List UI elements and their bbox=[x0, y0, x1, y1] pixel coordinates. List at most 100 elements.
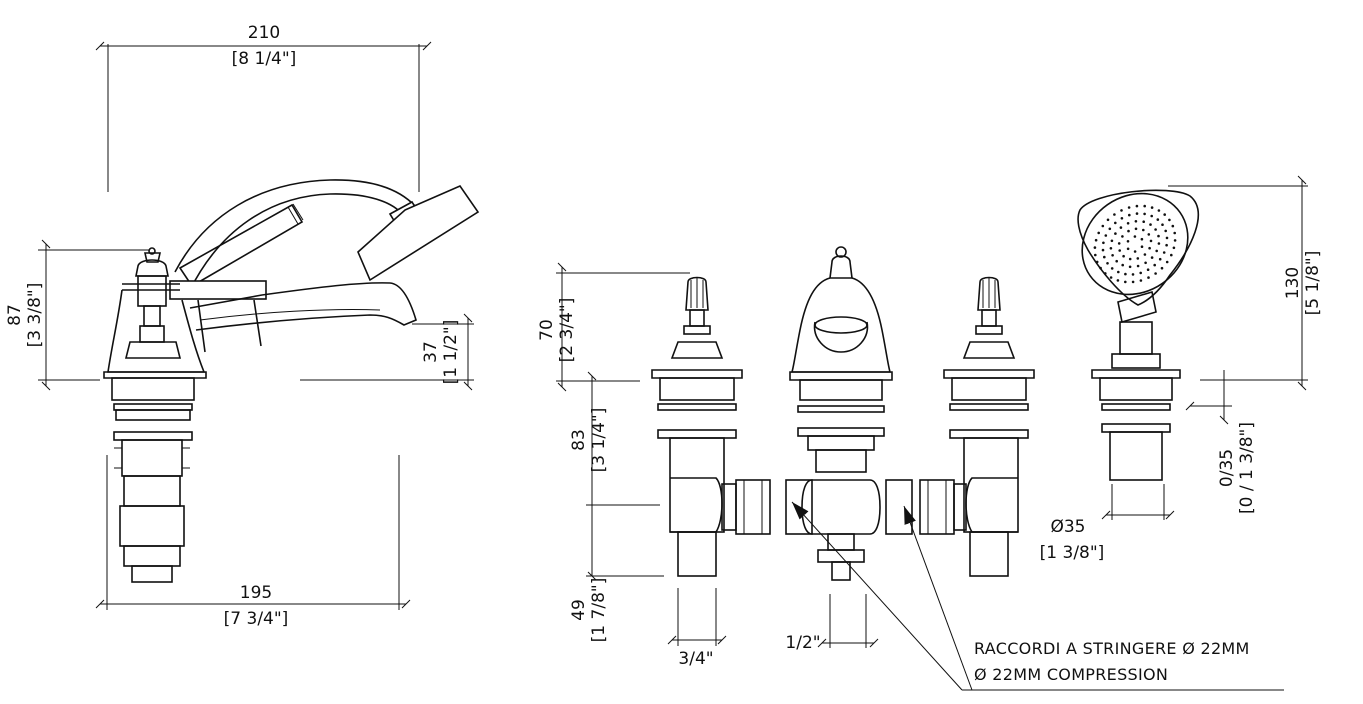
shower-hole bbox=[1126, 247, 1130, 251]
shower-hole bbox=[1116, 279, 1120, 282]
side-view: 210 [8 1/4"] 195 [7 3/4"] 87 [3 3/8"] 37… bbox=[5, 23, 480, 629]
shower-hole bbox=[1126, 222, 1130, 225]
hand-shower-front bbox=[1077, 189, 1200, 481]
shower-hole bbox=[1131, 280, 1135, 284]
shower-hole bbox=[1120, 209, 1123, 212]
shower-hole bbox=[1154, 228, 1157, 231]
shower-hole bbox=[1147, 276, 1150, 279]
shower-hole bbox=[1128, 257, 1132, 261]
shower-hole bbox=[1165, 243, 1168, 247]
shower-hole bbox=[1133, 235, 1137, 238]
shower-hole bbox=[1109, 247, 1113, 250]
shower-hole bbox=[1173, 239, 1177, 242]
shower-hole bbox=[1150, 214, 1153, 218]
dim-shower-in: [5 1/8"] bbox=[1303, 251, 1323, 316]
dim-deck-mm: 0/35 bbox=[1217, 449, 1237, 487]
shower-hole bbox=[1153, 263, 1156, 267]
dim-lower-mm: 49 bbox=[569, 599, 589, 621]
shower-hole bbox=[1117, 270, 1120, 274]
dim-height-mm: 87 bbox=[5, 304, 25, 326]
shower-hole bbox=[1157, 209, 1161, 212]
dim-dia-mm: Ø35 bbox=[1050, 517, 1085, 537]
shower-hole bbox=[1154, 272, 1157, 275]
shower-hole bbox=[1149, 223, 1152, 226]
shower-hole bbox=[1124, 280, 1127, 284]
shower-hole bbox=[1128, 265, 1132, 269]
dim-height-in: [3 3/8"] bbox=[25, 283, 45, 348]
shower-hole bbox=[1101, 248, 1105, 252]
shower-hole bbox=[1165, 260, 1169, 264]
shower-hole bbox=[1106, 262, 1109, 265]
dim-base-mm: 195 bbox=[240, 583, 272, 603]
shower-hole bbox=[1142, 228, 1145, 232]
shower-hole bbox=[1104, 234, 1108, 237]
shower-hole bbox=[1109, 276, 1113, 279]
shower-hole bbox=[1119, 226, 1123, 229]
shower-hole bbox=[1118, 249, 1121, 252]
shower-hole bbox=[1135, 204, 1139, 208]
shower-hole bbox=[1140, 245, 1144, 248]
shower-hole bbox=[1094, 238, 1098, 242]
shower-hole bbox=[1139, 279, 1143, 282]
note-line-1: RACCORDI A STRINGERE Ø 22MM bbox=[974, 639, 1250, 658]
shower-hole bbox=[1134, 220, 1138, 223]
shower-hole bbox=[1150, 206, 1154, 209]
shower-hole bbox=[1168, 218, 1171, 222]
shower-hole bbox=[1136, 264, 1140, 268]
shower-hole bbox=[1126, 240, 1130, 243]
shower-head-holes bbox=[1093, 204, 1177, 284]
shower-hole bbox=[1095, 260, 1099, 264]
shower-hole bbox=[1170, 253, 1173, 257]
dim-width-in: [8 1/4"] bbox=[232, 49, 297, 69]
dim-shower-mm: 130 bbox=[1283, 267, 1303, 299]
shower-hole bbox=[1101, 224, 1105, 228]
shower-hole bbox=[1124, 272, 1127, 276]
dim-handle-in: [2 3/4"] bbox=[557, 298, 577, 363]
shower-hole bbox=[1113, 213, 1116, 216]
shower-hole bbox=[1143, 204, 1146, 208]
dim-width-mm: 210 bbox=[248, 23, 280, 43]
shower-hole bbox=[1171, 224, 1175, 228]
shower-hole bbox=[1122, 254, 1125, 258]
shower-hole bbox=[1139, 271, 1142, 275]
shower-hole bbox=[1148, 246, 1151, 250]
shower-hole bbox=[1103, 255, 1106, 259]
shower-hole bbox=[1127, 206, 1131, 209]
shower-hole bbox=[1173, 231, 1176, 235]
shower-hole bbox=[1140, 237, 1144, 241]
dim-lower-in: [1 7/8"] bbox=[589, 578, 609, 643]
shower-hole bbox=[1131, 273, 1135, 276]
shower-hole bbox=[1150, 256, 1154, 259]
shower-hole bbox=[1163, 213, 1166, 216]
note-line-2: Ø 22MM COMPRESSION bbox=[974, 665, 1168, 684]
dim-spout-mm: 37 bbox=[421, 341, 441, 363]
shower-hole bbox=[1160, 266, 1164, 270]
shower-hole bbox=[1162, 251, 1166, 254]
shower-hole bbox=[1142, 220, 1145, 223]
shower-hole bbox=[1115, 259, 1118, 263]
shower-hole bbox=[1110, 239, 1114, 243]
compression-fittings bbox=[721, 479, 967, 535]
shower-hole bbox=[1134, 227, 1138, 231]
shower-hole bbox=[1120, 217, 1124, 220]
shower-hole bbox=[1158, 257, 1162, 261]
shower-hole bbox=[1157, 234, 1160, 238]
shower-hole bbox=[1161, 223, 1164, 226]
shower-hole bbox=[1146, 268, 1150, 272]
dim-deck-in: [0 / 1 3/8"] bbox=[1237, 422, 1257, 514]
dim-base-in: [7 3/4"] bbox=[224, 609, 289, 629]
shower-hole bbox=[1156, 218, 1160, 221]
shower-hole bbox=[1172, 246, 1176, 250]
shower-hole bbox=[1128, 213, 1131, 217]
dim-dia-in: [1 3/8"] bbox=[1040, 543, 1105, 563]
shower-hole bbox=[1164, 229, 1167, 233]
shower-hole bbox=[1099, 266, 1102, 270]
shower-hole bbox=[1121, 263, 1124, 267]
dim-body-mm: 83 bbox=[569, 429, 589, 451]
shower-hole bbox=[1135, 212, 1139, 215]
dim-handle-mm: 70 bbox=[537, 319, 557, 341]
shower-hole bbox=[1149, 239, 1153, 243]
shower-hole bbox=[1133, 250, 1137, 253]
shower-hole bbox=[1117, 242, 1121, 245]
